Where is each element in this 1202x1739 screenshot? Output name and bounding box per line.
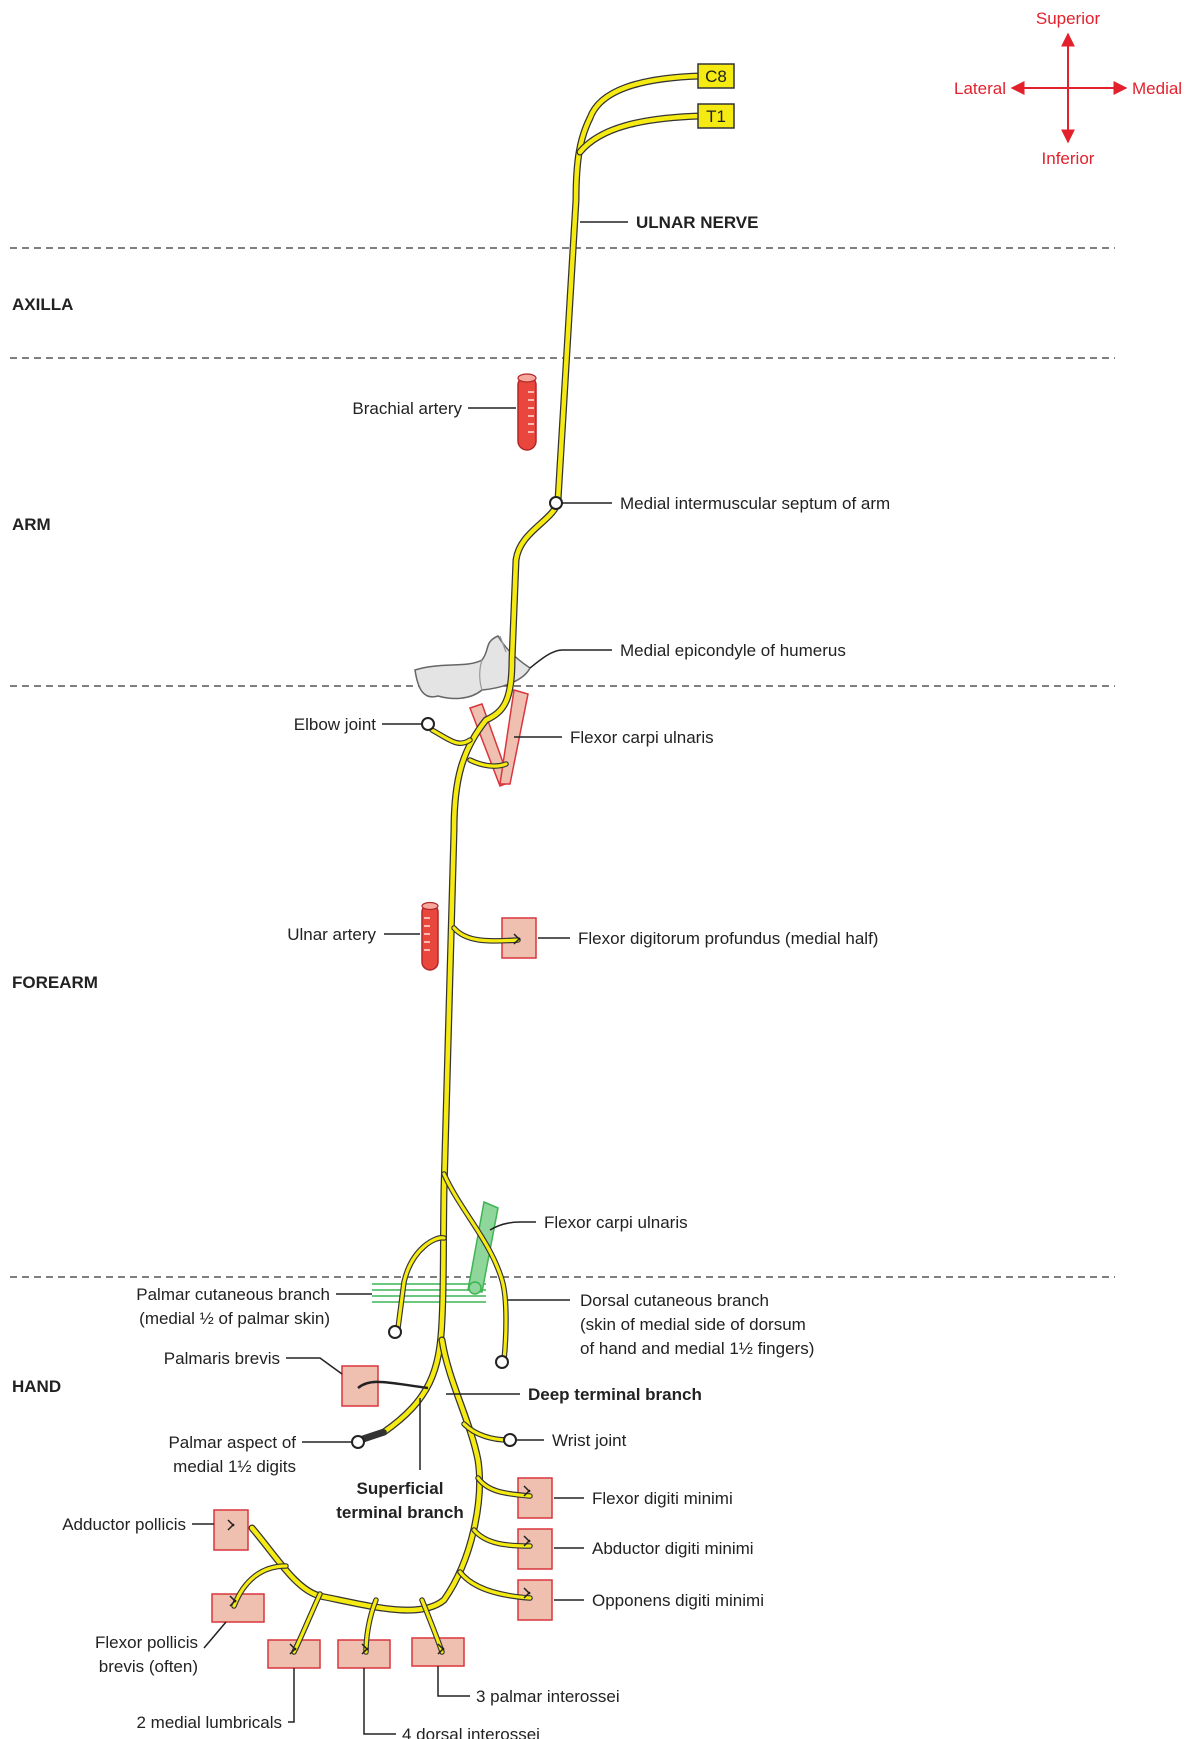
opponens-digiti-minimi-label: Opponens digiti minimi [592,1591,764,1610]
palmaris-brevis-branch [357,1380,429,1390]
palmar-aspect-label-2: medial 1½ digits [173,1457,296,1476]
superficial-label-2: terminal branch [336,1503,464,1522]
dorsal-interossei-label: 4 dorsal interossei [402,1725,540,1739]
fcu-lower-label: Flexor carpi ulnaris [544,1213,688,1232]
flexor-carpi-ulnaris-tendon [467,1200,499,1293]
ulnar-artery [421,901,439,971]
muscle-adductor-pollicis [213,1509,249,1551]
root-boxes: C8 T1 [697,63,735,129]
brachial-artery [517,373,537,451]
wrist-joint-label: Wrist joint [552,1431,627,1450]
medial-label: Medial [1132,79,1182,98]
fcu-upper-label: Flexor carpi ulnaris [570,728,714,747]
root-c8-label: C8 [705,67,727,86]
ulnar-nerve-title: ULNAR NERVE [636,213,758,232]
medial-lumbricals-label: 2 medial lumbricals [137,1713,283,1732]
adductor-pollicis-label: Adductor pollicis [62,1515,186,1534]
root-t1-box [697,103,735,129]
palmar-cutaneous-label-1: Palmar cutaneous branch [136,1285,330,1304]
region-forearm: FOREARM [12,973,98,992]
flexor-retinaculum [372,1283,486,1303]
palmar-interossei-label: 3 palmar interossei [476,1687,620,1706]
region-arm: ARM [12,515,51,534]
fdp-label: Flexor digitorum profundus (medial half) [578,929,878,948]
palmar-cutaneous-label-2: (medial ½ of palmar skin) [139,1309,330,1328]
lateral-label: Lateral [954,79,1006,98]
epicondyle-label: Medial epicondyle of humerus [620,641,846,660]
innervation-ticks [227,933,531,1655]
region-hand: HAND [12,1377,61,1396]
superficial-label-1: Superficial [357,1479,444,1498]
septum-label: Medial intermuscular septum of arm [620,494,890,513]
region-axilla: AXILLA [12,295,73,314]
palmar-digits-marker [351,1435,365,1449]
palmar-cutaneous-marker [388,1325,402,1339]
orientation-compass: Superior Inferior Lateral Medial [954,9,1182,168]
root-c8-box [697,63,735,89]
nerve-branches [231,727,533,1655]
dorsal-cutaneous-marker [495,1355,509,1369]
palmar-aspect-label-1: Palmar aspect of [168,1433,296,1452]
abductor-digiti-minimi-label: Abductor digiti minimi [592,1539,754,1558]
root-t1-label: T1 [706,107,726,126]
dorsal-cutaneous-label-1: Dorsal cutaneous branch [580,1291,769,1310]
brachial-artery-label: Brachial artery [352,399,462,418]
septum-marker [549,496,563,510]
flexor-pollicis-brevis-label-2: brevis (often) [99,1657,198,1676]
elbow-joint-marker [421,717,435,731]
flexor-pollicis-brevis-label-1: Flexor pollicis [95,1633,198,1652]
pisiform [468,1281,482,1295]
ulnar-nerve [356,72,704,1444]
dorsal-cutaneous-label-3: of hand and medial 1½ fingers) [580,1339,814,1358]
dorsal-cutaneous-label-2: (skin of medial side of dorsum [580,1315,806,1334]
wrist-joint-marker [503,1433,517,1447]
elbow-joint-label: Elbow joint [294,715,376,734]
superior-label: Superior [1036,9,1101,28]
deep-terminal-label: Deep terminal branch [528,1385,702,1404]
muscle-abductor-digiti-minimi [517,1528,553,1570]
palmaris-brevis-label: Palmaris brevis [164,1349,280,1368]
flexor-digiti-minimi-label: Flexor digiti minimi [592,1489,733,1508]
inferior-label: Inferior [1042,149,1095,168]
ulnar-artery-label: Ulnar artery [287,925,376,944]
